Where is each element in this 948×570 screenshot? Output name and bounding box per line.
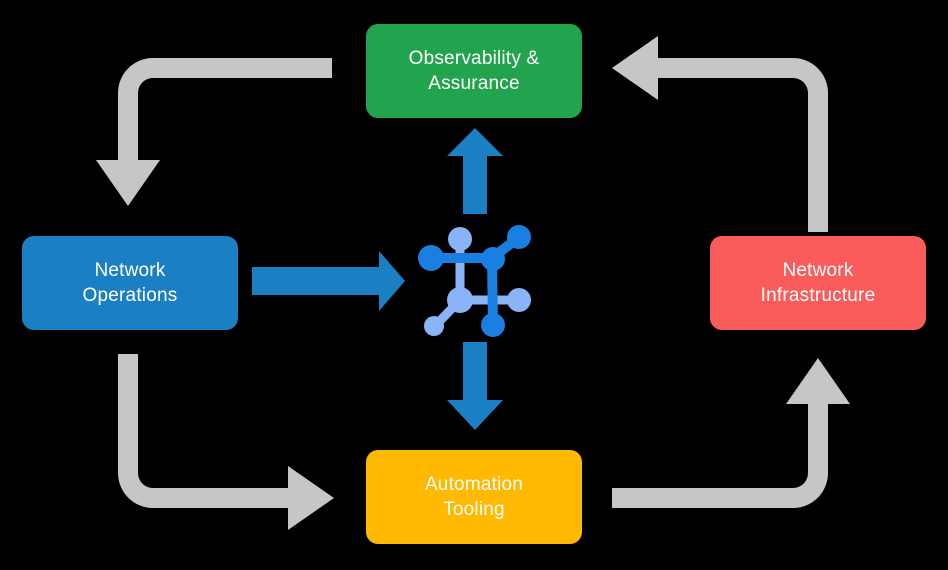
node-label-observability: Observability & Assurance — [408, 47, 540, 94]
node-label-network-operations: Network Operations — [82, 259, 178, 306]
node-box-automation-tooling[interactable]: Automation Tooling — [366, 450, 582, 544]
node-label-network-infrastructure: Network Infrastructure — [760, 259, 876, 306]
connector-operations-to-automation — [118, 354, 334, 530]
connector-infrastructure-to-observability — [612, 36, 828, 232]
connector-operations-to-center — [252, 251, 405, 311]
topology-nodes-secondary — [424, 227, 531, 336]
connector-automation-to-infrastructure — [612, 358, 850, 508]
node-box-network-operations[interactable]: Network Operations — [22, 236, 238, 330]
node-label-automation-tooling: Automation Tooling — [424, 473, 524, 520]
node-box-observability[interactable]: Observability & Assurance — [366, 24, 582, 118]
network-topology-icon — [418, 222, 536, 338]
connector-center-to-automation — [447, 342, 503, 430]
node-box-network-infrastructure[interactable]: Network Infrastructure — [710, 236, 926, 330]
topology-nodes-primary — [418, 225, 531, 337]
connector-observability-to-operations — [96, 58, 332, 206]
connector-center-to-observability — [447, 128, 503, 214]
